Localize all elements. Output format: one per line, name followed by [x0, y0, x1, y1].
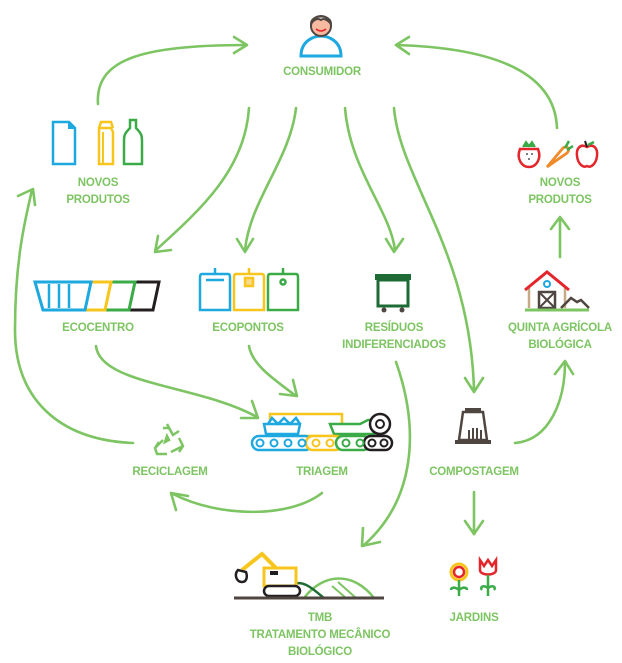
arrow-consumidor-to-ecopontos	[235, 106, 298, 254]
waste-container-icon	[375, 274, 411, 313]
arrow-compostagem-to-jardins	[463, 490, 485, 536]
label-line: TMB	[307, 612, 333, 624]
node-consumidor-label: CONSUMIDOR	[283, 66, 361, 78]
arrow-consumidor-to-compostagem	[392, 106, 485, 394]
label-line: INDIFERENCIADOS	[342, 339, 446, 351]
label-line: TRATAMENTO MECÂNICO	[249, 629, 391, 641]
arrow-ecocentro-to-triagem	[94, 344, 260, 420]
label-line: BIOLÓGICA	[528, 339, 592, 351]
label-line: RESÍDUOS	[364, 322, 424, 334]
node-novos-produtos-right-label: NOVOS PRODUTOS	[502, 175, 618, 209]
node-triagem-label: TRIAGEM	[296, 466, 348, 478]
node-jardins-label: JARDINS	[449, 612, 499, 624]
recycle-icon	[153, 423, 185, 456]
composter-icon	[455, 408, 491, 444]
label-line: BIOLÓGICO	[287, 646, 352, 658]
strawberry-icon	[517, 140, 541, 169]
label-line: NOVOS	[77, 177, 119, 189]
conveyor-belt-icon	[250, 412, 394, 452]
node-ecopontos-label: ECOPONTOS	[212, 322, 284, 334]
label-line: PRODUTOS	[66, 194, 130, 206]
carrot-icon	[545, 140, 574, 169]
label-line: PRODUTOS	[528, 194, 592, 206]
bottle-icon	[122, 118, 144, 166]
arrow-quinta-to-novos-produtos	[549, 215, 571, 259]
arrow-novos-produtos-right-to-consumidor	[394, 35, 559, 130]
node-tmb-label: TMB TRATAMENTO MECÂNICO BIOLÓGICO	[230, 610, 410, 661]
node-reciclagem-label: RECICLAGEM	[132, 466, 208, 478]
arrow-compostagem-to-quinta	[513, 359, 575, 445]
recycling-bins-icon	[198, 268, 300, 312]
arrow-consumidor-to-ecocentro	[153, 106, 251, 254]
skip-containers-icon	[33, 280, 161, 312]
arrow-novos-produtos-to-consumidor	[96, 35, 249, 106]
person-icon	[299, 15, 343, 58]
node-ecocentro-label: ECOCENTRO	[62, 322, 134, 334]
node-quinta-label: QUINTA AGRÍCOLA BIOLÓGICA	[498, 320, 622, 354]
flowers-icon	[449, 555, 498, 596]
farm-barn-icon	[524, 270, 590, 312]
arrow-consumidor-to-residuos	[343, 106, 405, 254]
paper-icon	[51, 120, 77, 166]
excavator-icon	[234, 551, 384, 600]
carton-icon	[97, 120, 115, 166]
arrow-reciclagem-to-novos-produtos	[13, 187, 135, 445]
arrow-residuos-to-tmb	[360, 360, 412, 548]
apple-icon	[575, 140, 599, 168]
label-line: NOVOS	[539, 177, 581, 189]
label-line: QUINTA AGRÍCOLA	[508, 322, 612, 334]
node-compostagem-label: COMPOSTAGEM	[429, 466, 519, 478]
node-novos-produtos-left-label: NOVOS PRODUTOS	[40, 175, 156, 209]
node-residuos-label: RESÍDUOS INDIFERENCIADOS	[330, 320, 458, 354]
arrow-ecopontos-to-triagem	[247, 344, 299, 398]
arrow-triagem-to-reciclagem	[169, 491, 324, 514]
